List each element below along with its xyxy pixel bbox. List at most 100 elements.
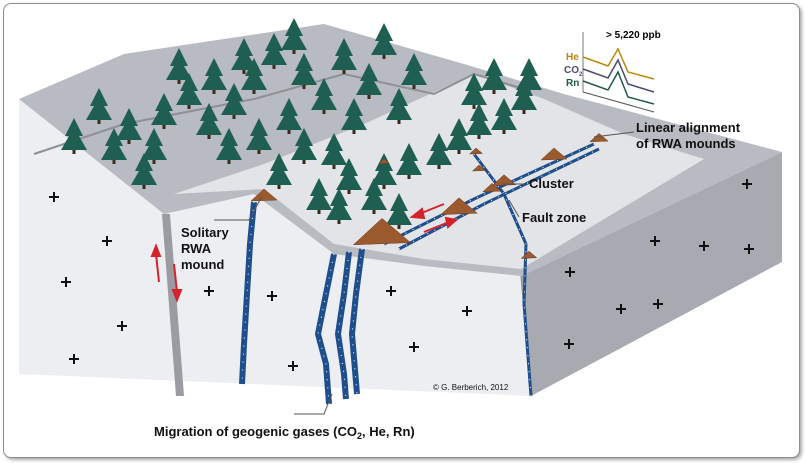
label-cluster: Cluster (529, 176, 574, 191)
rwa-mound-icon (520, 250, 538, 259)
tree-icon (231, 38, 257, 74)
co2-line (582, 58, 655, 93)
tree-icon (101, 128, 127, 164)
tree-icon (326, 188, 352, 224)
co2-label: CO2 (564, 65, 583, 78)
label-fault-zone: Fault zone (522, 210, 586, 225)
rock-cross-icon (653, 299, 663, 309)
block-diagram: Linear alignment of RWA mounds Cluster F… (19, 18, 782, 441)
label-linear-alignment-2: of RWA mounds (636, 136, 736, 151)
rock-cross-icon (744, 244, 754, 254)
rwa-mound-icon (440, 197, 478, 215)
tree-icon (281, 18, 307, 54)
rock-cross-icon (462, 306, 472, 316)
block-right-face (521, 152, 782, 396)
rock-crosses (49, 179, 754, 371)
rwa-mounds (250, 133, 609, 259)
tree-icon (246, 118, 272, 154)
rwa-mound-icon (378, 158, 390, 164)
he-label: He (566, 52, 579, 63)
rwa-mound-icon (589, 133, 609, 143)
tree-icon (361, 178, 387, 214)
fault-scarp (162, 214, 184, 396)
tree-icon (276, 98, 302, 134)
label-solitary: Solitary (181, 225, 229, 240)
tree-icon (151, 93, 177, 129)
rock-cross-icon (117, 321, 127, 331)
tree-icon (446, 118, 472, 154)
leader-lines (214, 131, 635, 415)
tree-icon (116, 108, 142, 144)
rock-cross-icon (267, 291, 277, 301)
label-solitary-3: mound (181, 257, 224, 272)
tree-icon (356, 63, 382, 99)
gas-concentration-graph: > 5,220 ppb He CO2 Rn (564, 30, 661, 113)
tree-icon (241, 58, 267, 94)
rwa-mound-icon (352, 218, 412, 246)
rock-cross-icon (409, 342, 419, 352)
rwa-mound-icon (468, 147, 484, 155)
rock-cross-icon (61, 277, 71, 287)
rwa-mound-icon (482, 183, 502, 193)
diagram-frame: Linear alignment of RWA mounds Cluster F… (3, 3, 800, 458)
gas-bubbles (398, 148, 600, 250)
tree-icon (131, 153, 157, 189)
tree-icon (221, 83, 247, 119)
tree-icon (261, 33, 287, 69)
rwa-mound-icon (491, 174, 517, 186)
tree-icon (86, 88, 112, 124)
tree-icon (341, 98, 367, 134)
tree-icon (201, 58, 227, 94)
rwa-mound-icon (471, 164, 487, 172)
tree-icon (306, 178, 332, 214)
tree-icon (401, 53, 427, 89)
tree-icon (466, 103, 492, 139)
rock-cross-icon (650, 236, 660, 246)
tree-icon (321, 133, 347, 169)
rn-line (582, 70, 655, 105)
rn-label: Rn (566, 78, 579, 89)
tree-icon (426, 133, 452, 169)
tree-icon (386, 193, 412, 229)
tree-icon (266, 153, 292, 189)
rock-cross-icon (49, 192, 59, 202)
rock-cross-icon (616, 304, 626, 314)
tree-icon (511, 78, 537, 114)
rock-cross-icon (69, 354, 79, 364)
tree-icon (386, 88, 412, 124)
tree-icon (371, 153, 397, 189)
fractures (239, 142, 600, 405)
rock-cross-icon (564, 339, 574, 349)
rock-cross-icon (699, 241, 709, 251)
tree-icon (166, 48, 192, 84)
tree-icon (291, 128, 317, 164)
gas-bubbles (473, 153, 532, 397)
tree-icon (336, 158, 362, 194)
forest (61, 18, 542, 229)
tree-icon (196, 103, 222, 139)
rock-cross-icon (386, 286, 396, 296)
label-solitary-2: RWA (181, 241, 212, 256)
label-migration: Migration of geogenic gases (CO2, He, Rn… (154, 424, 415, 441)
rock-cross-icon (288, 361, 298, 371)
label-linear-alignment: Linear alignment (636, 120, 741, 135)
tree-icon (291, 53, 317, 89)
tree-icon (311, 78, 337, 114)
fracture (315, 253, 337, 405)
tree-icon (371, 23, 397, 59)
rock-cross-icon (102, 236, 112, 246)
tree-icon (396, 143, 422, 179)
tree-icon (141, 128, 167, 164)
tree-icon (491, 98, 517, 134)
fracture (349, 248, 365, 395)
peak-label: > 5,220 ppb (606, 30, 661, 41)
rock-cross-icon (742, 179, 752, 189)
tree-icon (331, 38, 357, 74)
hill-light (174, 74, 704, 269)
block-front-face (19, 99, 531, 396)
rwa-mound-icon (540, 147, 568, 161)
tree-icon (176, 73, 202, 109)
tree-icon (216, 128, 242, 164)
tree-icon (61, 118, 87, 154)
fracture (239, 201, 257, 385)
